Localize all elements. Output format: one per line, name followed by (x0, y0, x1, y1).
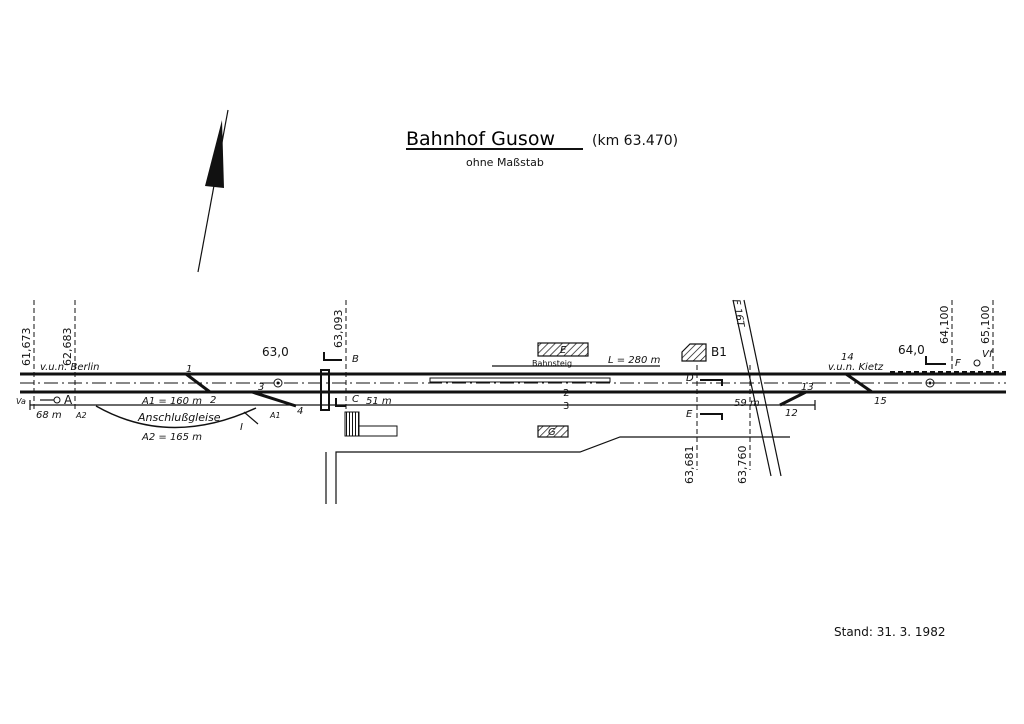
km-label-61673: 61,673 (20, 328, 33, 367)
km-post-63-marker (273, 378, 283, 388)
bridge (320, 369, 330, 411)
crossing-line-1 (732, 299, 772, 477)
switch-14: 14 (841, 352, 854, 363)
switch-4: 4 (297, 406, 303, 417)
signal-va: Va (16, 397, 26, 406)
stand-date: Stand: 31. 3. 1982 (834, 625, 945, 639)
destination-west: v.u.n. Berlin (40, 362, 100, 373)
signal-c: C (335, 394, 359, 407)
crossover-14-15 (845, 372, 873, 394)
boundary-road (335, 436, 790, 504)
siding-a1: A1 = 160 m (141, 396, 202, 407)
km-label-63093: 63,093 (332, 310, 345, 349)
siding-name: Anschlußgleise (137, 411, 221, 424)
building-g-label: G (548, 427, 556, 438)
title-km: (km 63.470) (592, 133, 678, 149)
siding-lock (243, 411, 259, 425)
track-number-3: 3 (563, 401, 569, 412)
siding-a2-short: A2 (75, 411, 87, 420)
signal-d: D (686, 373, 723, 386)
svg-text:A: A (64, 393, 73, 407)
km-post-63: 63,0 (262, 345, 289, 359)
goods-ramp (358, 425, 398, 437)
length-51m: 51 m (366, 396, 392, 407)
track-number-2: 2 (563, 388, 569, 399)
siding-a1-short: A1 (269, 411, 281, 420)
switch-12: 12 (785, 408, 798, 419)
svg-text:D: D (686, 373, 694, 384)
length-68m: 68 m (36, 410, 62, 421)
building-b1 (681, 343, 707, 362)
svg-text:Va: Va (16, 397, 26, 406)
svg-text:E: E (686, 409, 693, 420)
svg-text:B: B (352, 354, 359, 365)
km-label-63681: 63,681 (683, 446, 696, 485)
crossover-3-4 (251, 390, 297, 408)
signal-b: B (323, 352, 359, 365)
crossover-1-2 (185, 372, 211, 394)
platform-name: Bahnsteig (532, 359, 572, 368)
switch-3: 3 (258, 382, 264, 393)
siding-a2: A2 = 165 m (141, 432, 202, 443)
switch-1: 1 (186, 364, 192, 375)
km-post-64: 64,0 (898, 343, 925, 357)
svg-text:Vf: Vf (982, 349, 994, 360)
switch-13: 13 (801, 382, 814, 393)
crossover-12-13 (779, 390, 807, 407)
km-label-64100: 64,100 (938, 306, 951, 345)
switch-2: 2 (210, 395, 216, 406)
diagram-subtitle: ohne Maßstab (466, 156, 544, 169)
svg-text:F: F (955, 358, 961, 369)
platform (429, 377, 611, 383)
destination-east: v.u.n. Kietz (828, 362, 884, 373)
km-post-64-marker (925, 378, 935, 388)
goods-shed (344, 411, 360, 437)
svg-text:C: C (352, 394, 359, 405)
north-arrow-icon (197, 109, 229, 273)
siding-lock-label: I (240, 422, 243, 433)
signal-f: F (925, 356, 961, 369)
siding-arc (95, 405, 257, 429)
km-label-62683: 62,683 (61, 328, 74, 367)
crossing-line-2 (743, 299, 782, 477)
length-59m: 59 m (734, 398, 760, 409)
diagram-title: Bahnhof Gusow (406, 128, 555, 150)
building-e (537, 342, 589, 357)
km-label-65100: 65,100 (979, 306, 992, 345)
building-e-label: E (560, 345, 567, 356)
signal-a: A (40, 393, 73, 407)
platform-length: L = 280 m (608, 355, 661, 366)
building-b1-label: B1 (711, 345, 727, 359)
building-g (537, 425, 569, 438)
signal-vf: Vf (973, 349, 994, 367)
switch-15: 15 (874, 396, 887, 407)
km-label-63760: 63,760 (736, 446, 749, 485)
crossing-label: F 16T (730, 299, 746, 329)
signal-e: E (686, 409, 723, 420)
